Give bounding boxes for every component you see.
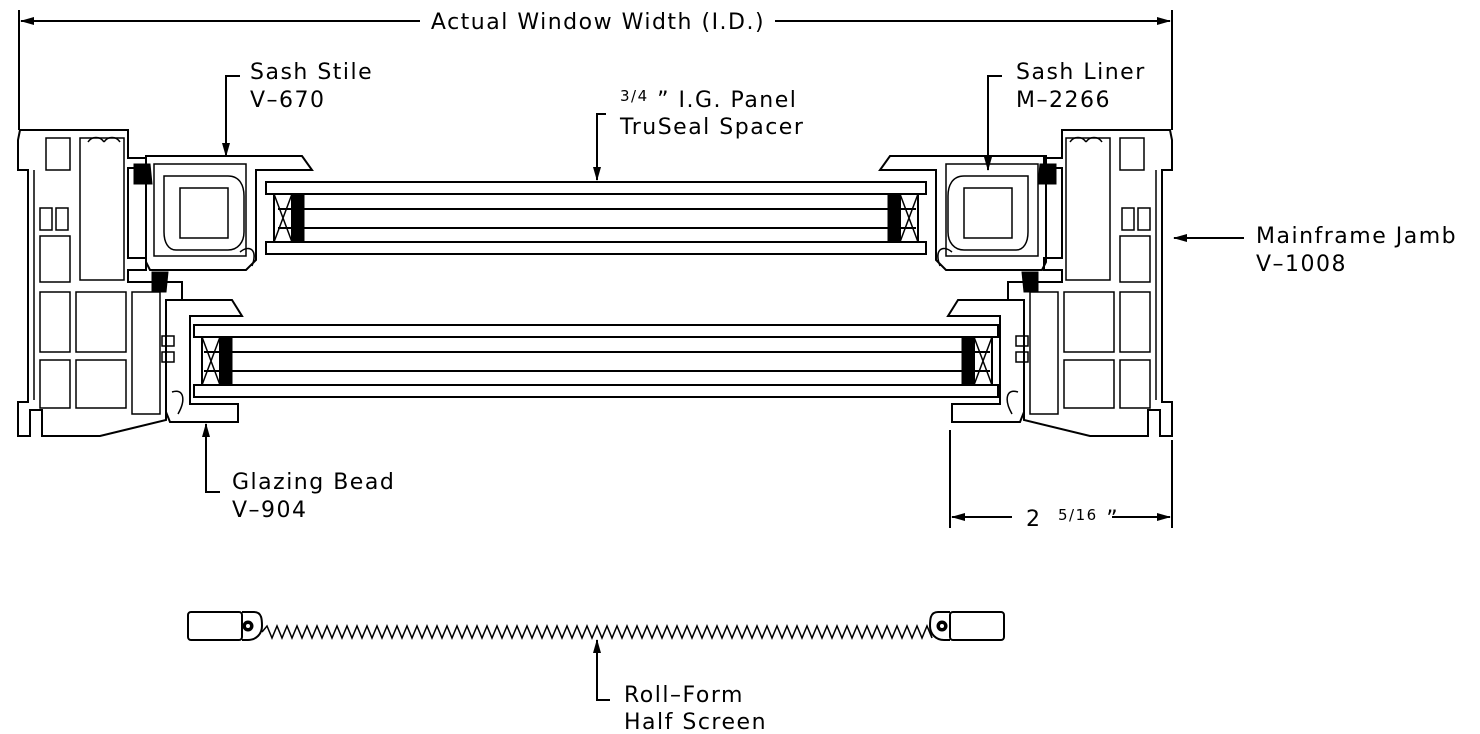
left-mainframe-jamb xyxy=(17,129,183,437)
sash-stile-label: Sash Stile xyxy=(250,60,373,85)
sash-liner-part: M–2266 xyxy=(1016,88,1111,113)
upper-ig-panel xyxy=(265,181,927,255)
ig-panel-fraction: 3/4 xyxy=(620,87,649,105)
ig-panel-label: ” I.G. Panel xyxy=(657,88,797,113)
side-width-unit: ” xyxy=(1106,507,1119,532)
side-width-dimension: 2 5/16 ” xyxy=(949,430,1173,532)
right-glazing-bead xyxy=(946,299,1025,423)
glazing-bead-part: V–904 xyxy=(232,498,308,523)
callout-sash-stile: Sash Stile V–670 xyxy=(222,60,373,157)
callout-glazing-bead: Glazing Bead V–904 xyxy=(202,423,395,523)
glazing-bead-label: Glazing Bead xyxy=(232,470,395,495)
lower-ig-panel xyxy=(193,324,999,398)
roll-form-screen xyxy=(187,611,1005,641)
mainframe-jamb-label: Mainframe Jamb xyxy=(1256,224,1457,249)
callout-screen: Roll–Form Half Screen xyxy=(593,639,767,734)
callout-ig-panel: 3/4 ” I.G. Panel TruSeal Spacer xyxy=(593,82,804,181)
side-width-fraction: 5/16 xyxy=(1058,506,1098,524)
screen-label: Roll–Form xyxy=(624,683,744,708)
side-width-whole: 2 xyxy=(1026,507,1042,532)
mainframe-jamb-part: V–1008 xyxy=(1256,252,1347,277)
sash-stile-part: V–670 xyxy=(250,88,326,113)
svg-text:3/4 ” I.G. Panel: 3/4 ” I.G. Panel xyxy=(620,82,797,113)
left-glazing-bead xyxy=(165,299,244,423)
sash-liner-label: Sash Liner xyxy=(1016,60,1146,85)
overall-width-label: Actual Window Width (I.D.) xyxy=(431,10,765,35)
callout-sash-liner: Sash Liner M–2266 xyxy=(984,60,1146,171)
right-mainframe-jamb xyxy=(1007,129,1173,437)
overall-width-dimension: Actual Window Width (I.D.) xyxy=(18,10,1173,130)
callout-mainframe-jamb: Mainframe Jamb V–1008 xyxy=(1173,224,1457,277)
ig-panel-spacer: TruSeal Spacer xyxy=(619,115,804,140)
left-sash-stile xyxy=(145,155,314,271)
screen-sub: Half Screen xyxy=(624,710,767,734)
right-sash-stile xyxy=(878,155,1047,271)
svg-text:2 5/16 ”: 2 5/16 ” xyxy=(1026,501,1119,532)
